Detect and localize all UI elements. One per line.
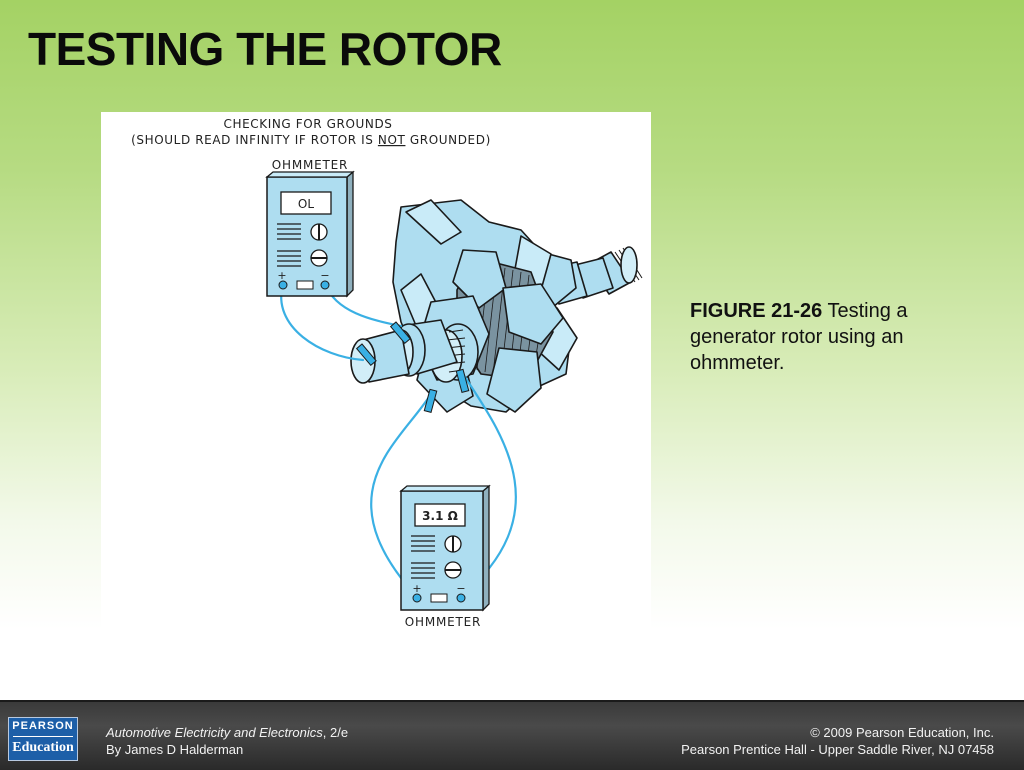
ohmmeter-bottom-label: OHMMETER: [405, 615, 481, 629]
rotor-test-figure: CHECKING FOR GROUNDS (SHOULD READ INFINI…: [101, 112, 651, 637]
ohmmeter-top-minus: −: [320, 269, 329, 282]
figure-header-line1: CHECKING FOR GROUNDS: [223, 117, 392, 131]
ohmmeter-top-plus: +: [277, 269, 286, 282]
slide-title: TESTING THE ROTOR: [28, 23, 502, 75]
probe-tips: [355, 321, 470, 414]
pearson-logo-bottom: Education: [12, 740, 74, 755]
ohmmeter-bottom-minus: −: [456, 582, 465, 595]
pearson-logo: PEARSON Education: [8, 717, 78, 761]
ohmmeter-top: OHMMETER OL + −: [265, 158, 355, 298]
footer-publisher-info: © 2009 Pearson Education, Inc. Pearson P…: [681, 724, 994, 758]
footer-book-info: Automotive Electricity and Electronics, …: [106, 724, 348, 758]
footer-copyright: © 2009 Pearson Education, Inc.: [810, 725, 994, 740]
footer-bar: PEARSON Education Automotive Electricity…: [0, 700, 1024, 770]
ohmmeter-bottom-display: [414, 503, 466, 527]
figure-caption: FIGURE 21-26 Testing a generator rotor u…: [690, 298, 970, 376]
figure-header-not: NOT: [378, 133, 406, 147]
footer-publisher: Pearson Prentice Hall - Upper Saddle Riv…: [681, 742, 994, 757]
footer-book-title: Automotive Electricity and Electronics: [106, 725, 323, 740]
figure-header-line2: (SHOULD READ INFINITY IF ROTOR IS NOT GR…: [131, 133, 491, 147]
rotor-illustration: [350, 199, 643, 413]
ohmmeter-top-display: [280, 191, 332, 215]
ohmmeter-bottom-reading: 3.1 Ω: [422, 509, 458, 523]
footer-edition: , 2/e: [322, 725, 349, 740]
pearson-logo-top: PEARSON: [12, 720, 74, 732]
test-leads: [280, 282, 517, 599]
ohmmeter-bottom-plus: +: [412, 582, 421, 595]
ohmmeter-top-label: OHMMETER: [272, 158, 348, 172]
pearson-logo-rule: [13, 736, 73, 737]
footer-author: By James D Halderman: [106, 742, 244, 757]
ohmmeter-top-reading: OL: [298, 197, 314, 211]
ohmmeter-bottom: 3.1 Ω + − OHMMETER: [399, 484, 491, 629]
figure-caption-text: Testing a generator rotor using an ohmme…: [690, 300, 908, 374]
figure-caption-label: FIGURE 21-26: [690, 300, 823, 322]
